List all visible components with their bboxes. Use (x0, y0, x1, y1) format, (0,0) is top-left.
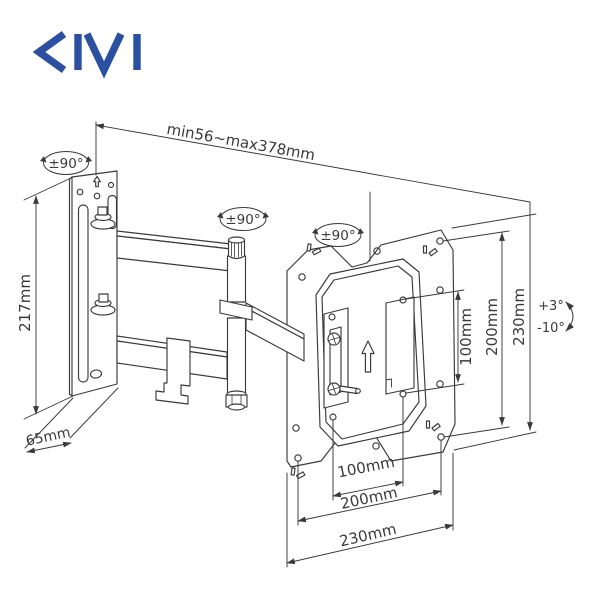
logo-letter-k (32, 30, 67, 74)
label-bracket-width-230: 230mm (338, 520, 398, 551)
label-extension-range: min56~max378mm (165, 120, 316, 164)
adapter-details (323, 296, 415, 421)
tilt-arrow-icon (565, 301, 574, 332)
bracket-drawing (23, 121, 574, 568)
logo-letter-v (83, 32, 125, 79)
label-swivel-arm: ±90° (225, 212, 260, 228)
hinge-column (219, 236, 305, 411)
up-arrow-icon (361, 340, 375, 373)
rotation-indicator-arm (217, 207, 269, 231)
label-swivel-plate: ±90° (320, 228, 355, 244)
screw-icon (327, 382, 341, 396)
screw-icon (327, 332, 341, 346)
label-vesa-width-100: 100mm (336, 453, 396, 482)
label-tilt-down: -10° (537, 321, 565, 336)
cable-clip (155, 337, 191, 405)
rotation-indicator-wall (40, 151, 92, 175)
label-vesa-height-200: 200mm (483, 298, 501, 356)
kivi-logo (32, 30, 141, 79)
label-vesa-height-100: 100mm (457, 308, 475, 366)
label-bracket-height-230: 230mm (510, 288, 528, 346)
label-wall-plate-width: 65mm (24, 425, 71, 450)
rotation-indicator-plate (312, 223, 364, 247)
rotation-indicators (40, 151, 574, 332)
wall-plate (68, 170, 118, 397)
label-tilt-up: +3° (538, 299, 564, 314)
up-arrow-icon (93, 175, 101, 188)
dimension-lines (23, 121, 537, 568)
articulating-arm (116, 230, 232, 380)
label-vesa-width-200: 200mm (339, 483, 399, 513)
label-swivel-wall: ±90° (48, 156, 83, 172)
label-wall-plate-height: 217mm (16, 274, 34, 332)
